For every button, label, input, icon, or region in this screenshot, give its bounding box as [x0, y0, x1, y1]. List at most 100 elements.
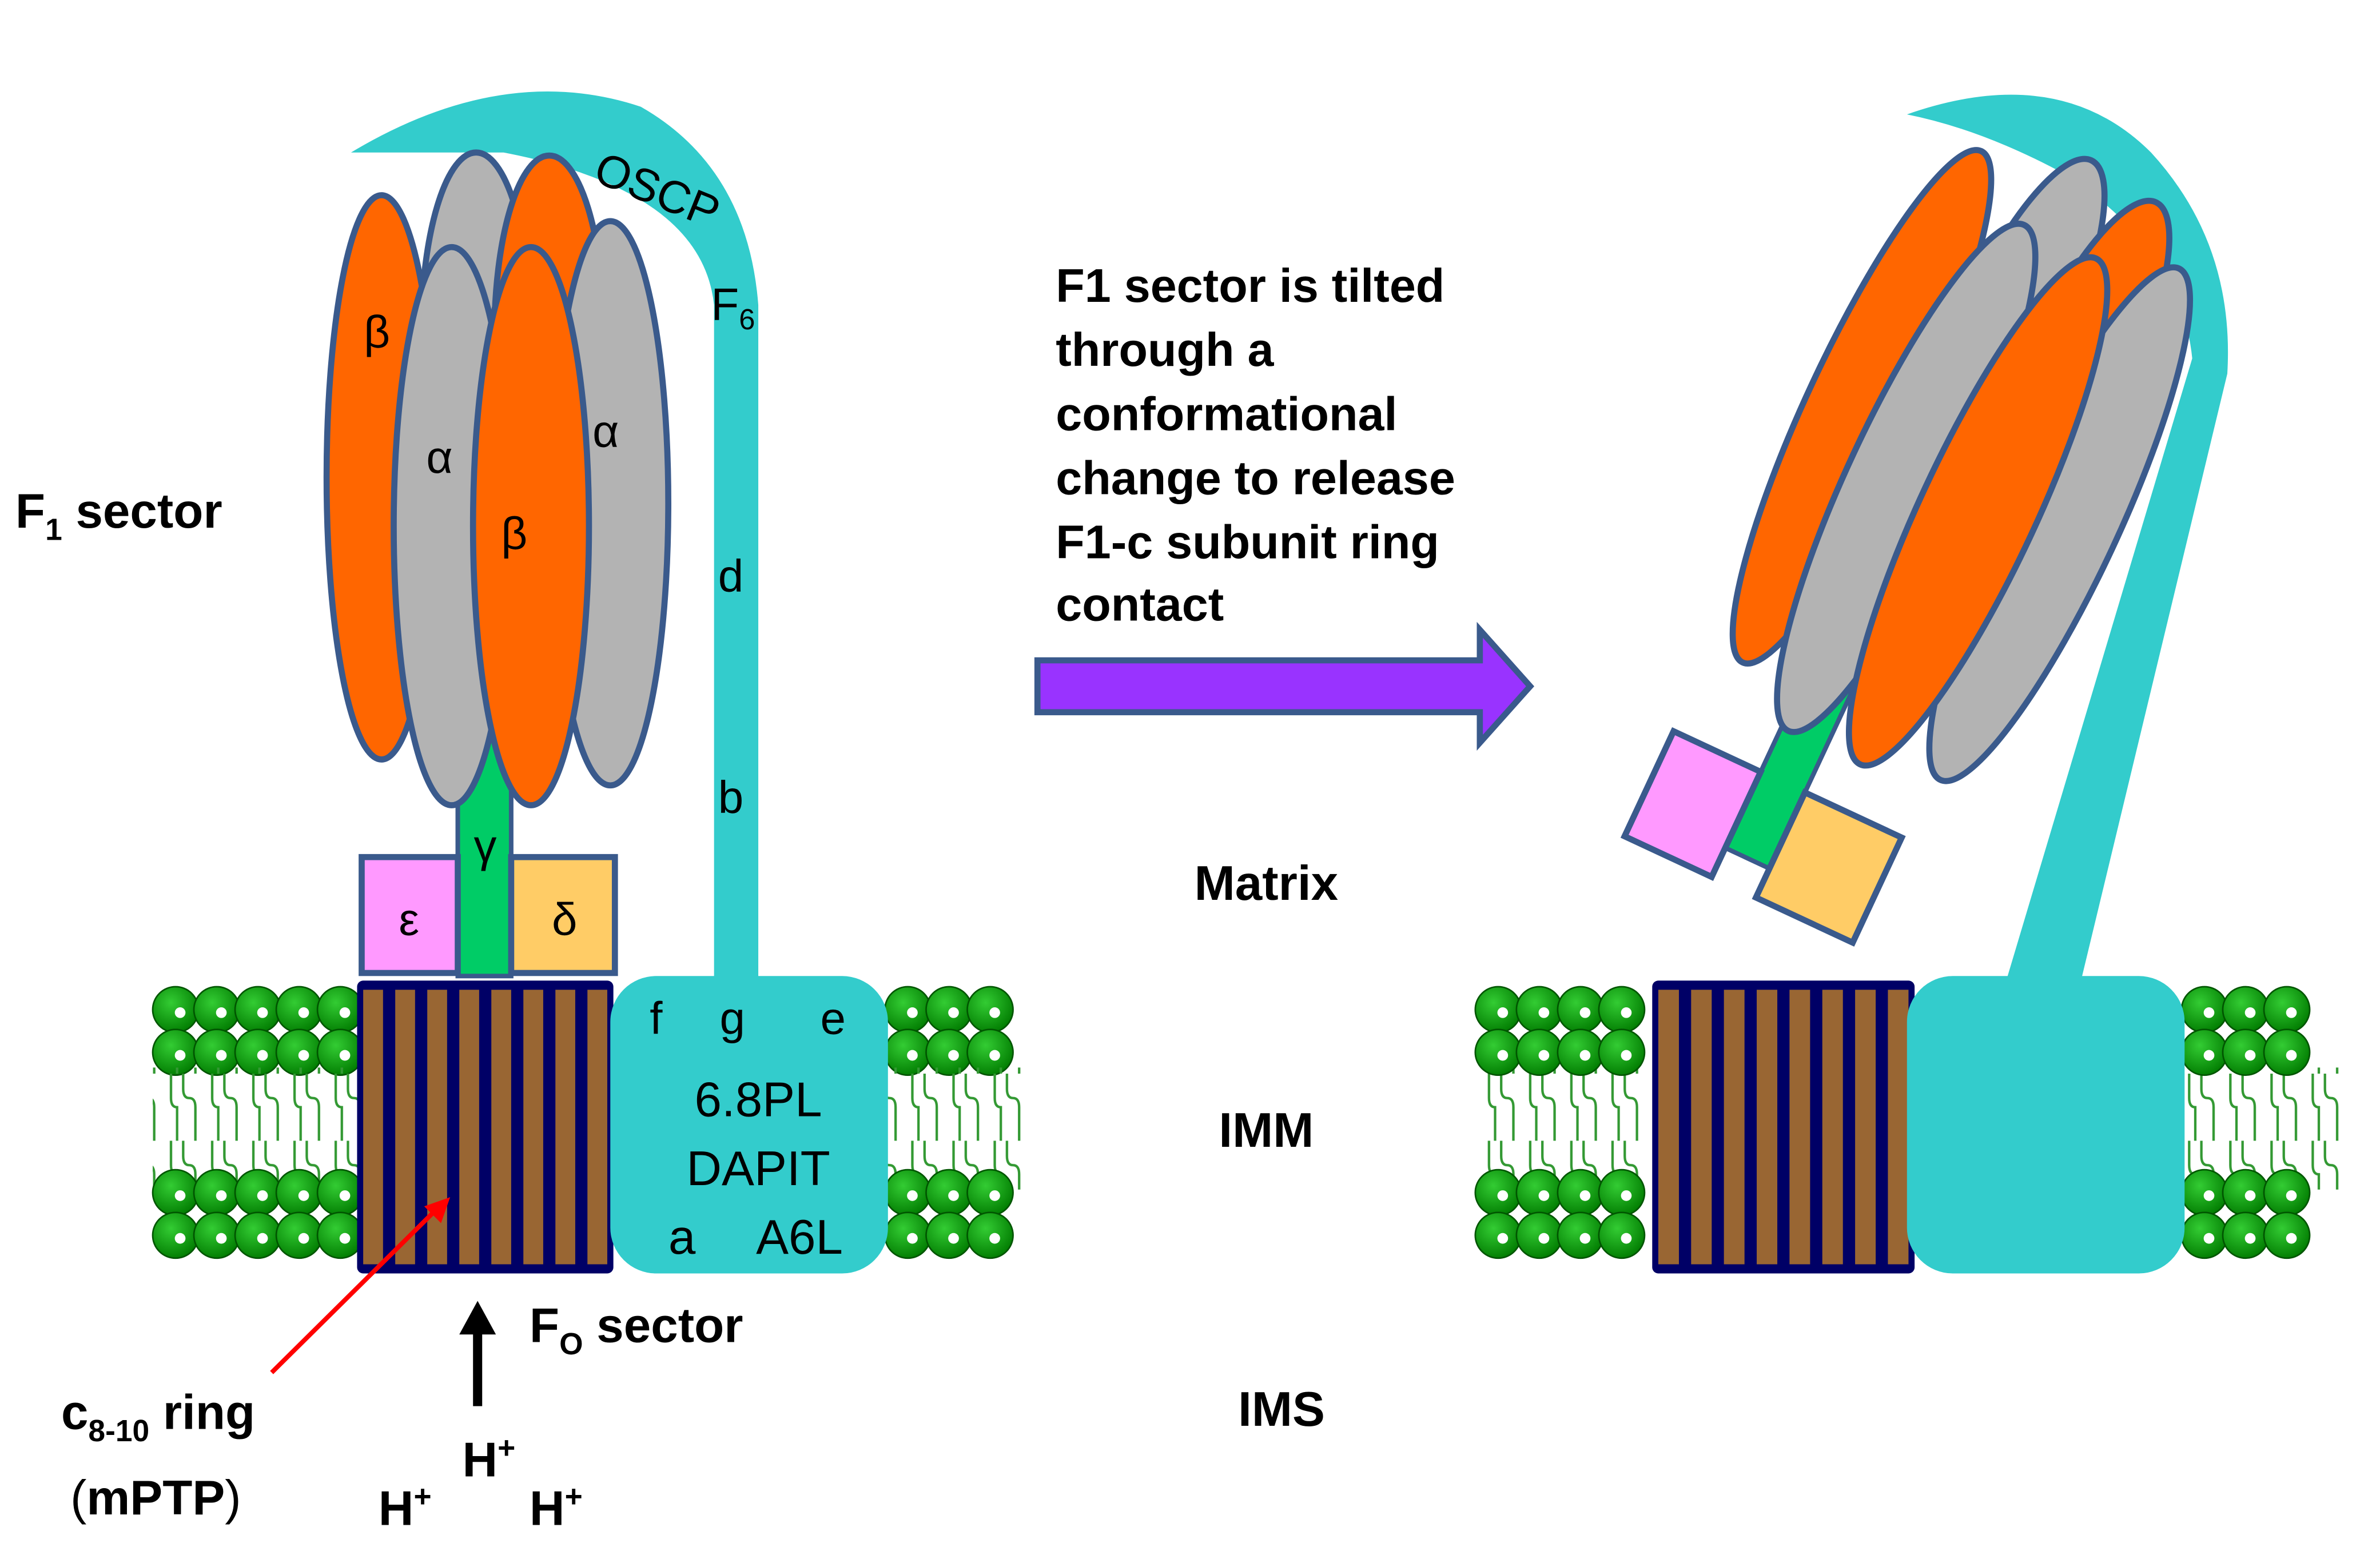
- lipid-heads-top-left: [152, 986, 1014, 1076]
- f6-label: F6: [711, 279, 755, 336]
- lipid-head-highlight: [989, 1050, 1000, 1061]
- lipid-head: [966, 1211, 1014, 1259]
- c-subunit: [1691, 990, 1712, 1265]
- lipid-head-highlight: [1497, 1050, 1509, 1061]
- gamma-label: γ: [474, 820, 497, 871]
- c-ring-pointer-arrow: [270, 1197, 451, 1374]
- proton-label-right: H+: [530, 1480, 583, 1536]
- lipid-head: [1557, 1028, 1605, 1076]
- lipid-head-highlight: [216, 1007, 227, 1018]
- lipid-head: [1598, 1028, 1646, 1076]
- lipid-head: [925, 1169, 973, 1217]
- lipid-head-highlight: [174, 1190, 186, 1201]
- lipid-head-highlight: [989, 1007, 1000, 1018]
- peripheral-stalk-right: [1907, 94, 2228, 1007]
- lipid-head: [275, 1211, 323, 1259]
- lipid-head-highlight: [2244, 1233, 2256, 1244]
- caption-line-2: through a: [1056, 323, 1274, 376]
- lipid-head: [2222, 986, 2270, 1034]
- lipid-head: [2180, 1028, 2228, 1076]
- c-subunit: [363, 990, 383, 1265]
- lipid-head-highlight: [174, 1007, 186, 1018]
- lipid-head: [925, 986, 973, 1034]
- f1-sector-label: F1 sector: [15, 484, 222, 547]
- c-subunit: [1822, 990, 1843, 1265]
- c-ring-label: c8-10 ring: [61, 1386, 255, 1448]
- lipid-head: [1515, 986, 1563, 1034]
- fo-stator-right: [1907, 976, 2185, 1274]
- epsilon-subunit-tilted: [1620, 727, 1765, 881]
- lipid-head: [1474, 1169, 1522, 1217]
- c-ring-frame: [357, 980, 614, 1274]
- c-subunit: [1855, 990, 1876, 1265]
- lipid-head-highlight: [1497, 1190, 1509, 1201]
- lipid-head-highlight: [1497, 1233, 1509, 1244]
- b-label: b: [718, 772, 744, 823]
- lipid-head: [1515, 1169, 1563, 1217]
- lipid-head-highlight: [1538, 1233, 1550, 1244]
- lipid-head: [884, 986, 932, 1034]
- c-subunit: [1757, 990, 1778, 1265]
- delta-subunit-tilted: [1752, 788, 1906, 947]
- lipid-heads-bottom-right: [1474, 1169, 2311, 1259]
- lipid-head: [2222, 1028, 2270, 1076]
- c-ring-frame: [1652, 980, 1915, 1274]
- lipid-head-highlight: [1579, 1190, 1591, 1201]
- lipid-head-highlight: [2286, 1050, 2297, 1061]
- lipid-head-highlight: [2244, 1050, 2256, 1061]
- lipid-head-highlight: [948, 1190, 959, 1201]
- lipid-head: [884, 1169, 932, 1217]
- c-ring-left: [357, 980, 614, 1274]
- lipid-head-highlight: [339, 1007, 351, 1018]
- f-subunit-label: f: [650, 993, 663, 1044]
- atp-synthase-left: OSCP F6 d b β α β α γ ε δ f g e 6.8PL DA…: [323, 91, 888, 1274]
- lipid-head: [1598, 986, 1646, 1034]
- lipid-head-highlight: [1621, 1007, 1632, 1018]
- lipid-head: [966, 986, 1014, 1034]
- lipid-head-highlight: [257, 1007, 268, 1018]
- lipid-head-highlight: [1538, 1050, 1550, 1061]
- lipid-head-highlight: [257, 1233, 268, 1244]
- c-subunit: [587, 990, 607, 1265]
- lipid-head: [152, 1211, 200, 1259]
- lipid-head-highlight: [216, 1233, 227, 1244]
- lipid-head-highlight: [2203, 1050, 2215, 1061]
- beta-label-center: β: [501, 508, 527, 559]
- lipid-head: [966, 1169, 1014, 1217]
- lipid-head-highlight: [989, 1190, 1000, 1201]
- beta-label-left: β: [364, 306, 390, 357]
- c-subunit: [395, 990, 415, 1265]
- lipid-head-highlight: [2203, 1233, 2215, 1244]
- lipid-heads-bottom-left: [152, 1169, 1014, 1259]
- lipid-head-highlight: [907, 1190, 918, 1201]
- caption-line-1: F1 sector is tilted: [1056, 259, 1444, 312]
- lipid-head: [1515, 1028, 1563, 1076]
- lipid-head-highlight: [2203, 1190, 2215, 1201]
- caption-line-3: conformational: [1056, 387, 1397, 440]
- lipid-head: [2180, 1211, 2228, 1259]
- lipid-head-highlight: [339, 1050, 351, 1061]
- lipid-head: [1557, 1211, 1605, 1259]
- lipid-head-highlight: [174, 1050, 186, 1061]
- lipid-head-highlight: [1621, 1190, 1632, 1201]
- lipid-head-highlight: [216, 1190, 227, 1201]
- epsilon-subunit: [359, 854, 461, 976]
- caption-line-4: change to release: [1056, 451, 1455, 504]
- lipid-head-highlight: [2286, 1007, 2297, 1018]
- peripheral-stalk-left: [351, 91, 759, 991]
- lipid-head: [2263, 1169, 2311, 1217]
- lipid-head-highlight: [2244, 1190, 2256, 1201]
- lipid-head-highlight: [1579, 1233, 1591, 1244]
- lipid-head-highlight: [2244, 1007, 2256, 1018]
- beta-subunit-center-tilted: [1845, 254, 2111, 769]
- pl-subunit-label: 6.8PL: [695, 1073, 822, 1127]
- c-subunit: [1888, 990, 1909, 1265]
- lipid-head-highlight: [339, 1190, 351, 1201]
- lipid-head: [275, 1169, 323, 1217]
- lipid-head-highlight: [257, 1050, 268, 1061]
- epsilon-label: ε: [399, 894, 419, 944]
- delta-label: δ: [552, 894, 578, 944]
- d-label: d: [718, 551, 744, 601]
- lipid-head: [152, 1169, 200, 1217]
